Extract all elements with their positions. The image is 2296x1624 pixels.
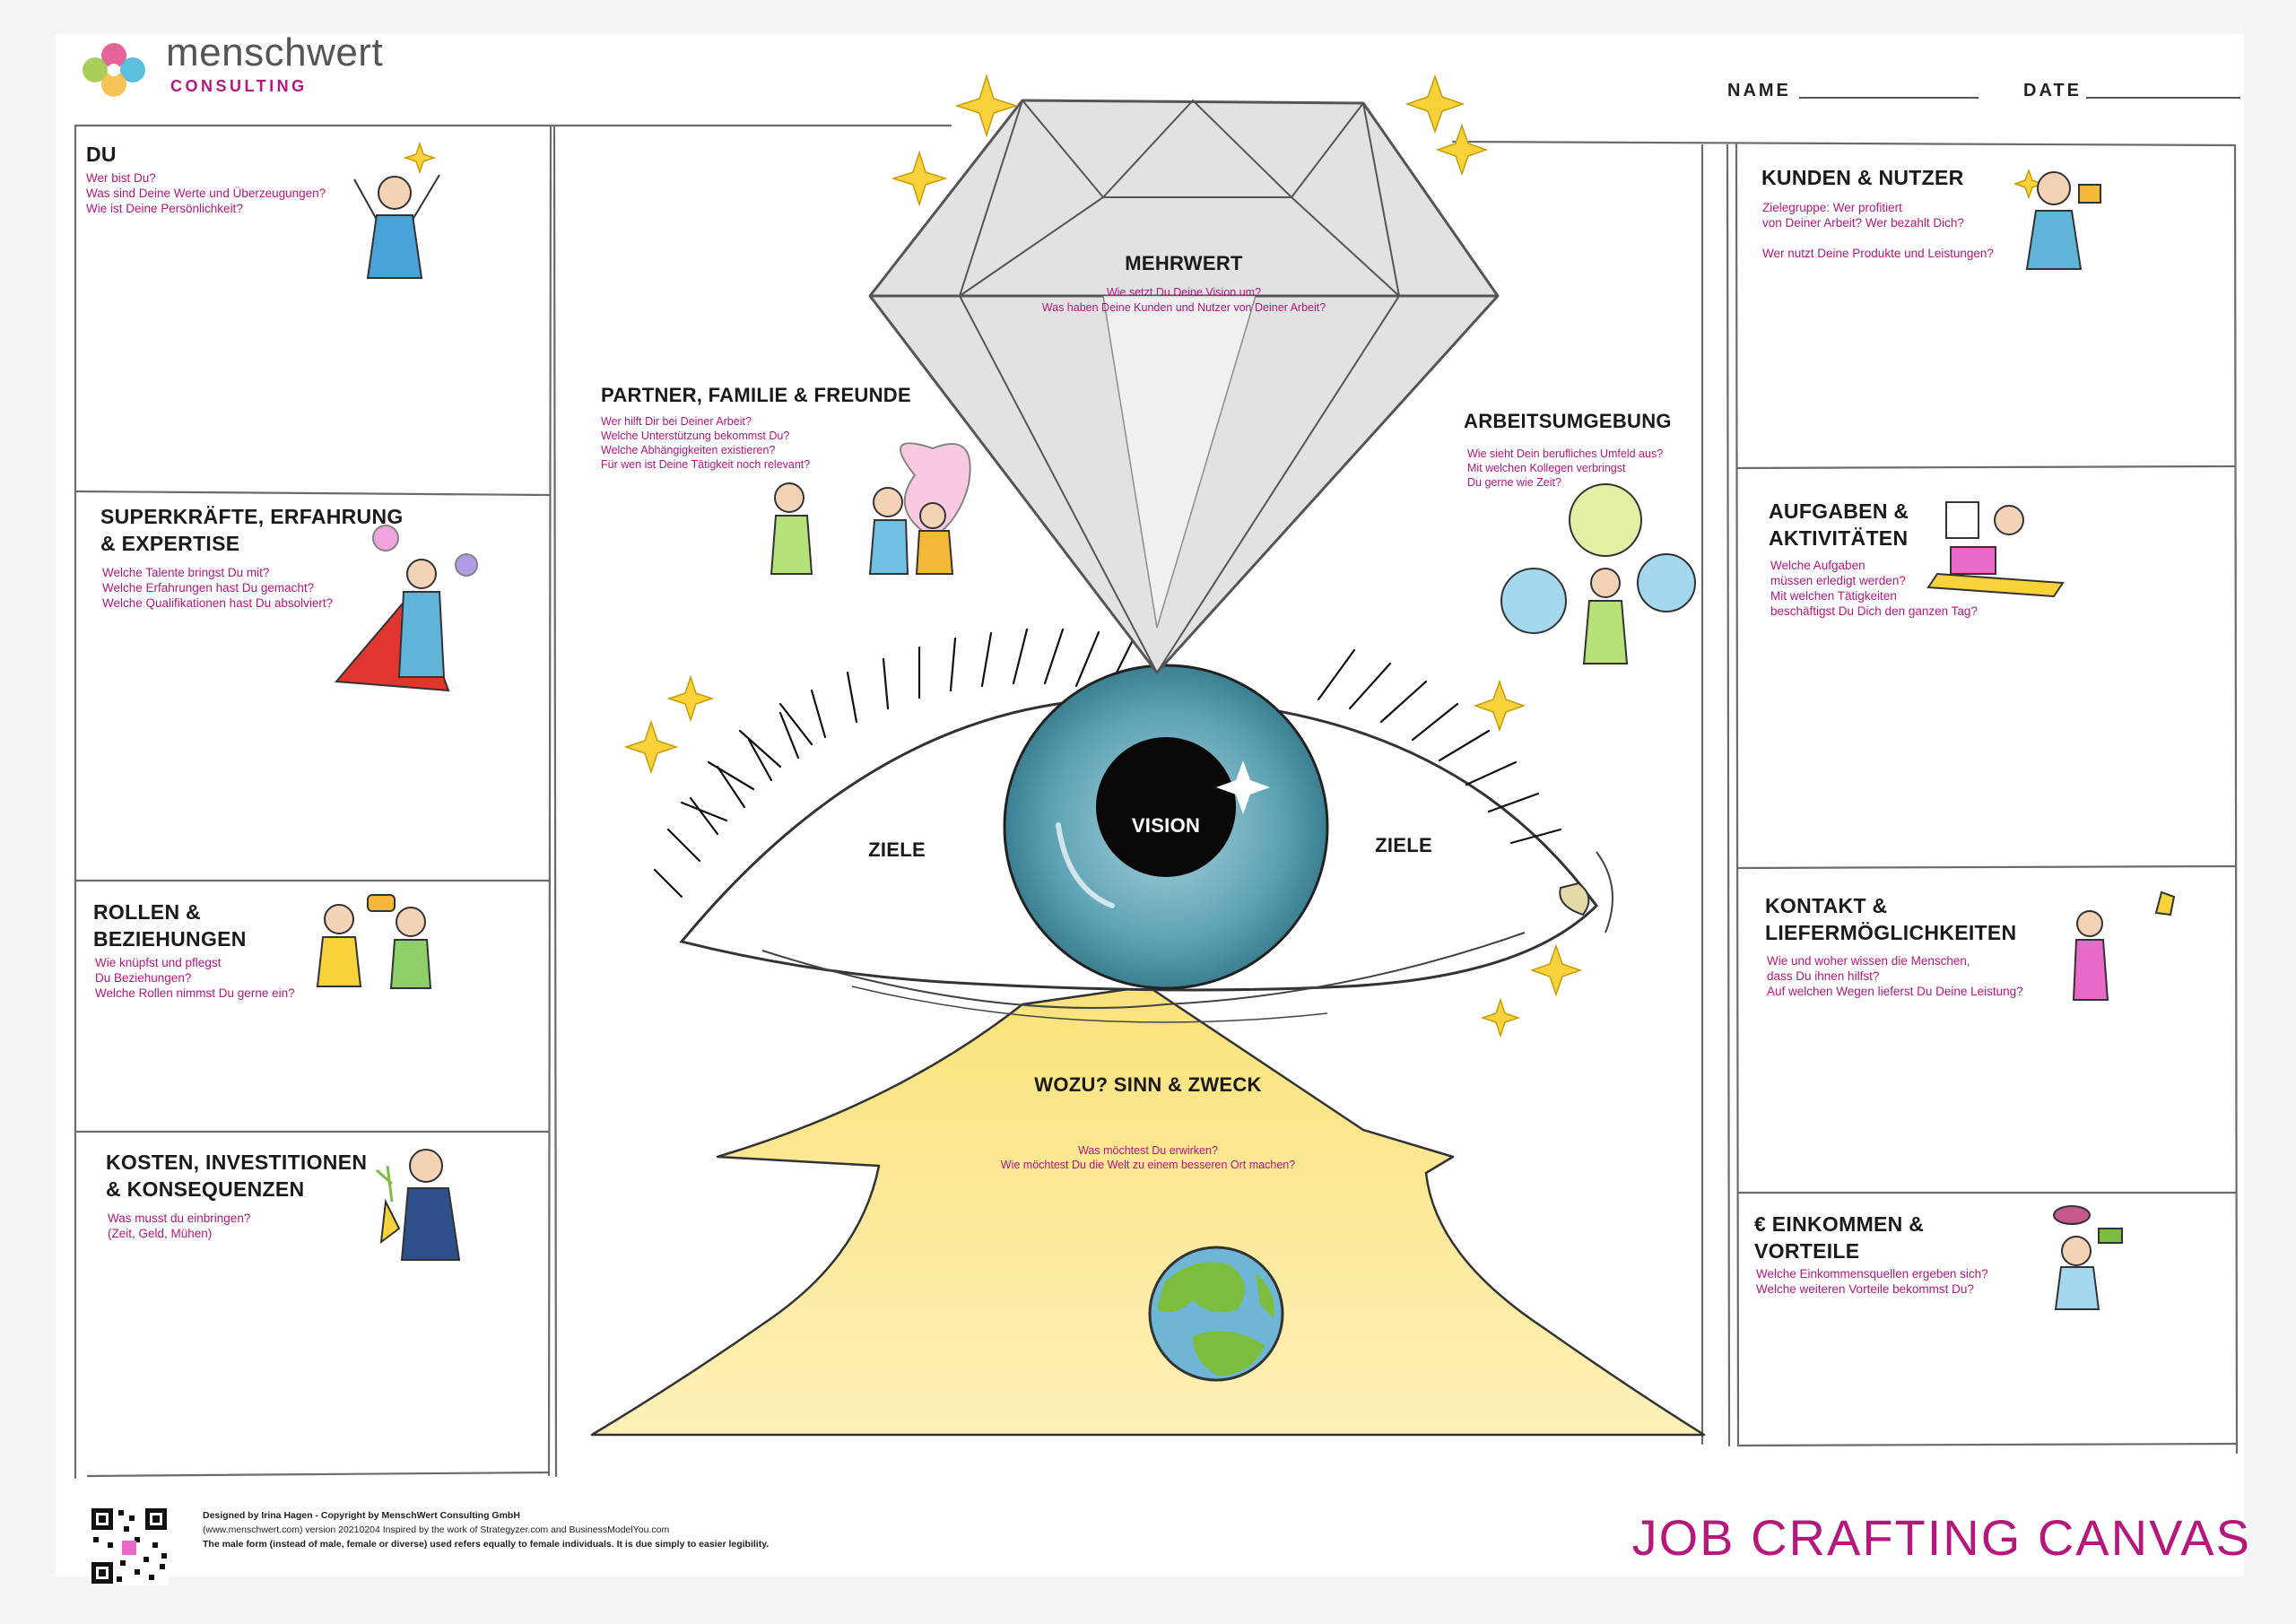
wozu-questions: Was möchtest Du erwirken? Wie möchtest D… — [1000, 1144, 1296, 1171]
illustration-customers — [2025, 171, 2101, 270]
name-label: NAME — [1727, 81, 1791, 100]
illustration-superhero — [334, 525, 478, 692]
section-du-title: DU — [86, 143, 117, 166]
section-rollen-title: ROLLEN & BEZIEHUNGEN — [93, 900, 247, 951]
illustration-costs — [376, 1149, 461, 1261]
illustration-income — [2053, 1205, 2123, 1310]
qr-code-icon — [90, 1507, 169, 1585]
section-kunden-questions: Zielegruppe: Wer profitiert von Deiner A… — [1762, 201, 1994, 260]
globe-icon — [1148, 1246, 1284, 1382]
wozu-title: WOZU? SINN & ZWECK — [1034, 1073, 1262, 1096]
mehrwert-questions: Wie setzt Du Deine Vision um? Was haben … — [1041, 286, 1326, 314]
canvas-title: JOB CRAFTING CANVAS — [1631, 1509, 2251, 1566]
illustration-contact — [2072, 890, 2176, 1001]
illustration-workplace — [1500, 483, 1696, 664]
section-du-questions: Wer bist Du? Was sind Deine Werte und Üb… — [86, 171, 326, 215]
sparkle-icon — [403, 74, 2045, 1038]
credit-note: The male form (instead of male, female o… — [203, 1539, 770, 1550]
section-aufgaben-questions: Welche Aufgaben müssen erledigt werden? … — [1770, 559, 1978, 618]
partner-questions: Wer hilft Dir bei Deiner Arbeit? Welche … — [601, 415, 811, 471]
section-einkommen-title: € EINKOMMEN & VORTEILE — [1754, 1212, 1925, 1263]
arbeitsumgebung-questions: Wie sieht Dein berufliches Umfeld aus? M… — [1467, 447, 1664, 489]
ziele-right-label: ZIELE — [1375, 834, 1432, 856]
vision-label: VISION — [1131, 814, 1201, 837]
section-kontakt-title: KONTAKT & LIEFERMÖGLICHKEITEN — [1765, 894, 2017, 944]
brand-sub: CONSULTING — [170, 77, 308, 95]
section-superkraefte-title: SUPERKRÄFTE, ERFAHRUNG & EXPERTISE — [100, 505, 404, 555]
brand-name: menschwert — [166, 30, 384, 74]
date-line[interactable] — [2086, 97, 2240, 99]
date-label: DATE — [2023, 81, 2082, 100]
arbeitsumgebung-title: ARBEITSUMGEBUNG — [1464, 410, 1672, 432]
illustration-du — [353, 174, 440, 279]
section-einkommen-questions: Welche Einkommensquellen ergeben sich? W… — [1756, 1267, 1988, 1296]
partner-title: PARTNER, FAMILIE & FREUNDE — [601, 384, 911, 406]
section-kosten-questions: Was musst du einbringen? (Zeit, Geld, Mü… — [108, 1211, 251, 1240]
ziele-left-label: ZIELE — [868, 838, 926, 861]
credit-version: (www.menschwert.com) version 20210204 In… — [203, 1524, 670, 1535]
logo-flower-icon — [83, 43, 145, 97]
pupil — [1096, 737, 1236, 877]
illustration-partner — [770, 442, 971, 575]
section-kontakt-questions: Wie und woher wissen die Menschen, dass … — [1767, 954, 2023, 998]
section-aufgaben-title: AUFGABEN & AKTIVITÄTEN — [1769, 499, 1909, 550]
section-rollen-questions: Wie knüpfst und pflegst Du Beziehungen? … — [95, 956, 295, 1000]
diamond-icon — [868, 99, 1500, 674]
section-superkraefte-questions: Welche Talente bringst Du mit? Welche Er… — [102, 566, 334, 610]
name-line[interactable] — [1799, 97, 1979, 99]
section-kosten-title: KOSTEN, INVESTITIONEN & KONSEQUENZEN — [106, 1151, 368, 1201]
illustration-roles — [316, 894, 432, 989]
mehrwert-title: MEHRWERT — [1125, 252, 1243, 274]
section-kunden-title: KUNDEN & NUTZER — [1761, 166, 1964, 189]
credit-designer: Designed by Irina Hagen - Copyright by M… — [203, 1510, 520, 1521]
purpose-pyramid — [590, 985, 1706, 1437]
illustration-tasks — [1926, 501, 2065, 598]
